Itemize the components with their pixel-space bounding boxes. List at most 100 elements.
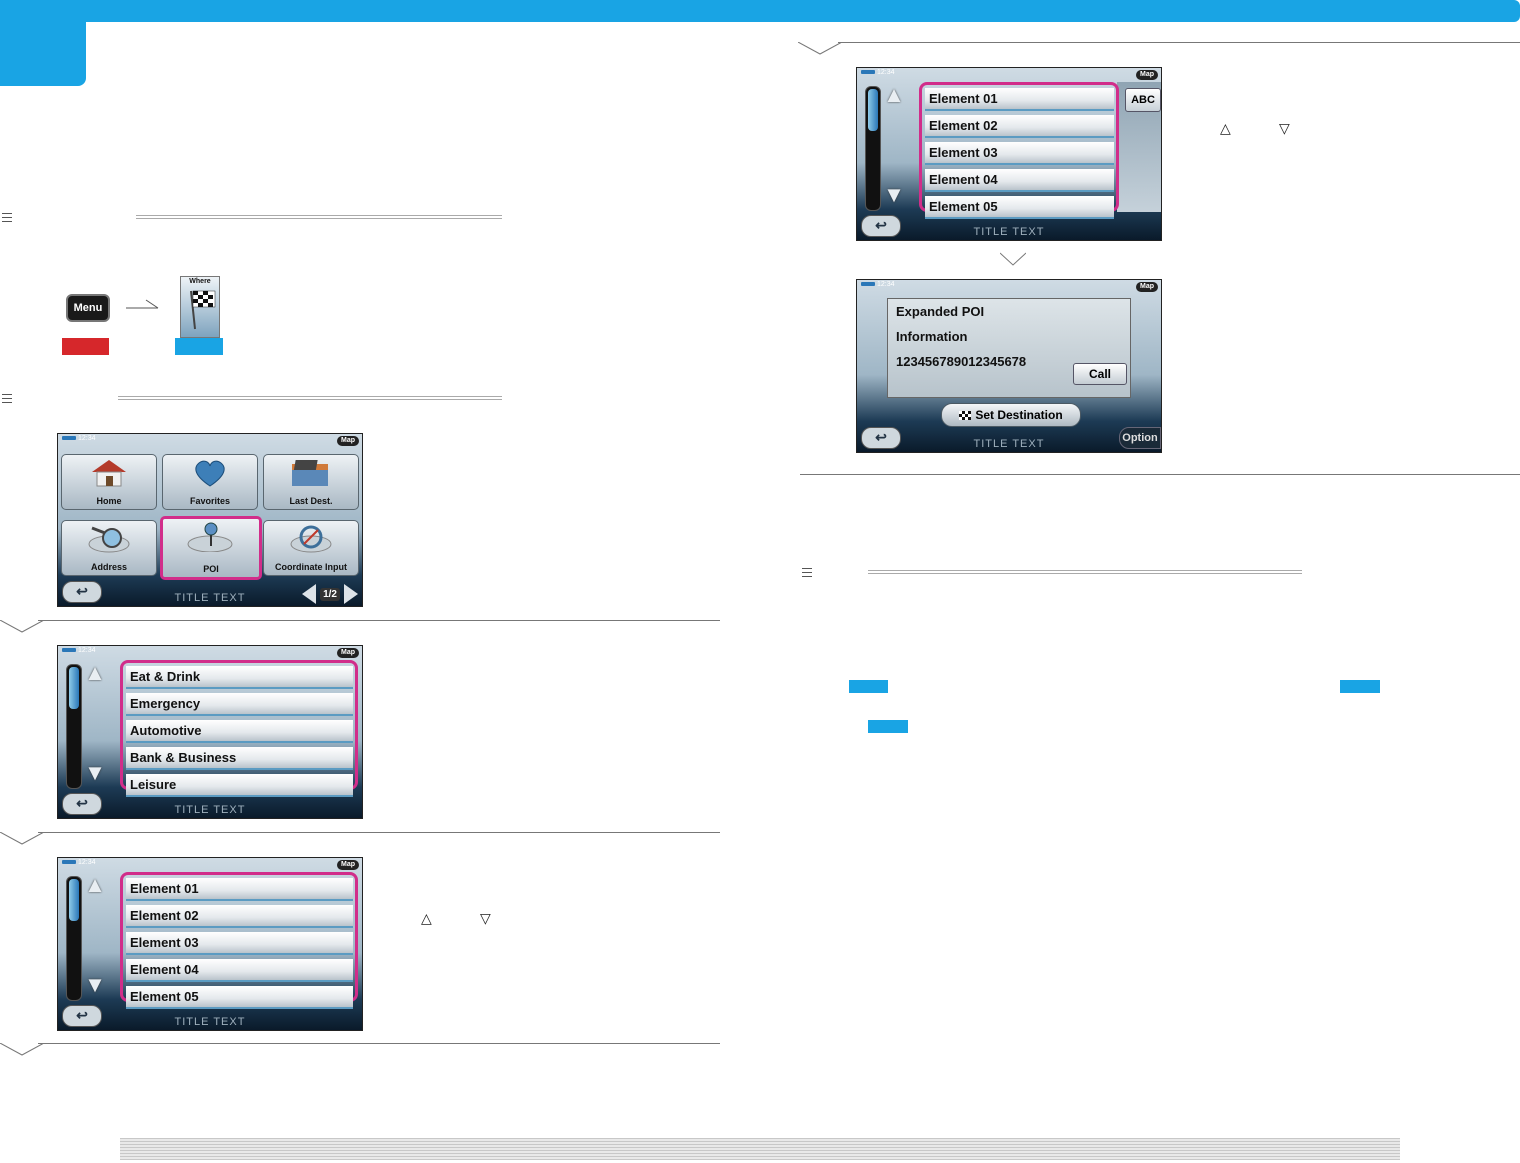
section-header-3 — [802, 567, 1302, 581]
top-banner — [0, 0, 1520, 22]
scrollbar[interactable] — [66, 664, 82, 789]
list-item[interactable]: Element 01 — [925, 88, 1114, 111]
screen-title: TITLE TEXT — [973, 226, 1045, 238]
chapter-tab — [0, 0, 86, 86]
battery-icon — [62, 436, 76, 440]
magnifier-icon — [88, 526, 130, 553]
blue-label-box — [175, 338, 223, 355]
set-destination-label: Set Destination — [975, 408, 1063, 422]
list-item[interactable]: Leisure — [126, 774, 353, 797]
blue-label-box — [1340, 680, 1380, 693]
poi-phone: 123456789012345678 — [896, 354, 1027, 369]
map-button[interactable]: Map — [337, 860, 359, 870]
option-button[interactable]: Option — [1119, 427, 1161, 449]
path-arrow-icon — [126, 298, 160, 312]
blue-label-box — [868, 720, 908, 733]
clock-text: 12:34 — [78, 859, 96, 866]
next-page-icon[interactable] — [344, 584, 358, 604]
screen-title: TITLE TEXT — [174, 1016, 246, 1028]
compass-icon — [290, 525, 332, 553]
screen-title: TITLE TEXT — [174, 592, 246, 604]
back-button[interactable]: ↩ — [62, 793, 102, 815]
tile-favorites[interactable]: Favorites — [162, 454, 258, 510]
chevron-down-icon — [0, 832, 44, 845]
list-item[interactable]: Element 03 — [925, 142, 1114, 165]
tile-last-dest[interactable]: Last Dest. — [263, 454, 359, 510]
chevron-down-icon — [798, 42, 842, 55]
home-icon — [92, 460, 126, 487]
blue-label-box — [849, 680, 888, 693]
list-item[interactable]: Element 03 — [126, 932, 353, 955]
map-button[interactable]: Map — [1136, 282, 1158, 292]
down-triangle-icon: ▽ — [480, 910, 491, 926]
screen-expanded-poi: 12:34 Map Expanded POI Information 123456… — [856, 279, 1162, 453]
list-item[interactable]: Eat & Drink — [126, 666, 353, 689]
back-button[interactable]: ↩ — [62, 581, 102, 603]
flag-icon — [959, 411, 972, 421]
list-item[interactable]: Emergency — [126, 693, 353, 716]
scroll-down-icon[interactable]: ▼ — [883, 182, 905, 207]
tile-home[interactable]: Home — [61, 454, 157, 510]
down-triangle-icon: ▽ — [1279, 120, 1290, 136]
prev-page-icon[interactable] — [302, 584, 317, 604]
divider — [38, 620, 720, 621]
list-item[interactable]: Bank & Business — [126, 747, 353, 770]
tile-coordinate-input[interactable]: Coordinate Input — [263, 520, 359, 576]
list-item[interactable]: Element 01 — [126, 878, 353, 901]
scrollbar[interactable] — [865, 86, 881, 211]
pin-icon — [187, 522, 233, 552]
poi-subtitle: Information — [896, 329, 968, 344]
scroll-up-icon[interactable]: ▲ — [84, 872, 106, 897]
scroll-up-icon[interactable]: ▲ — [883, 82, 905, 107]
chevron-down-icon — [0, 1043, 44, 1056]
scrollbar[interactable] — [66, 876, 82, 1001]
back-button[interactable]: ↩ — [861, 427, 901, 449]
element-list: Element 01 Element 02 Element 03 Element… — [919, 82, 1119, 219]
tile-address[interactable]: Address — [61, 520, 157, 576]
clock-text: 12:34 — [78, 647, 96, 654]
chevron-down-icon — [1000, 252, 1026, 266]
scroll-up-icon[interactable]: ▲ — [84, 660, 106, 685]
folder-icon — [292, 460, 328, 486]
screen-main-menu: 12:34 Map Home Favorites Last Dest. Addre… — [57, 433, 363, 607]
chevron-down-icon — [0, 620, 44, 633]
list-item[interactable]: Element 04 — [925, 169, 1114, 192]
abc-search-button[interactable]: ABC — [1125, 88, 1161, 112]
map-button[interactable]: Map — [337, 436, 359, 446]
battery-icon — [62, 860, 76, 864]
section-icon — [2, 213, 12, 223]
poi-info-box: Expanded POI Information 123456789012345… — [887, 298, 1131, 398]
divider — [838, 42, 1520, 43]
list-item[interactable]: Element 02 — [925, 115, 1114, 138]
divider — [800, 474, 1520, 475]
tile-poi[interactable]: POI — [160, 516, 262, 580]
list-item[interactable]: Element 02 — [126, 905, 353, 928]
screen-element-list: 12:34 Map ▲ ▼ Element 01 Element 02 Eleme… — [57, 857, 363, 1031]
screen-poi-categories: 12:34 Map ▲ ▼ Eat & Drink Emergency Autom… — [57, 645, 363, 819]
red-label-box — [62, 338, 109, 355]
list-item[interactable]: Automotive — [126, 720, 353, 743]
battery-icon — [861, 70, 875, 74]
divider — [38, 832, 720, 833]
clock-text: 12:34 — [877, 281, 895, 288]
set-destination-button[interactable]: Set Destination — [941, 403, 1081, 427]
clock-text: 12:34 — [78, 435, 96, 442]
list-item[interactable]: Element 05 — [126, 986, 353, 1009]
screen-title: TITLE TEXT — [174, 804, 246, 816]
back-button[interactable]: ↩ — [861, 215, 901, 237]
scroll-down-icon[interactable]: ▼ — [84, 760, 106, 785]
map-button[interactable]: Map — [337, 648, 359, 658]
list-item[interactable]: Element 05 — [925, 196, 1114, 219]
list-item[interactable]: Element 04 — [126, 959, 353, 982]
section-header-2 — [2, 393, 502, 407]
battery-icon — [62, 648, 76, 652]
pager: 1/2 — [302, 584, 358, 604]
heart-icon — [195, 460, 225, 487]
scroll-down-icon[interactable]: ▼ — [84, 972, 106, 997]
footer-bar — [120, 1138, 1400, 1160]
map-button[interactable]: Map — [1136, 70, 1158, 80]
battery-icon — [861, 282, 875, 286]
back-button[interactable]: ↩ — [62, 1005, 102, 1027]
call-button[interactable]: Call — [1073, 363, 1127, 385]
page-indicator: 1/2 — [320, 587, 340, 601]
